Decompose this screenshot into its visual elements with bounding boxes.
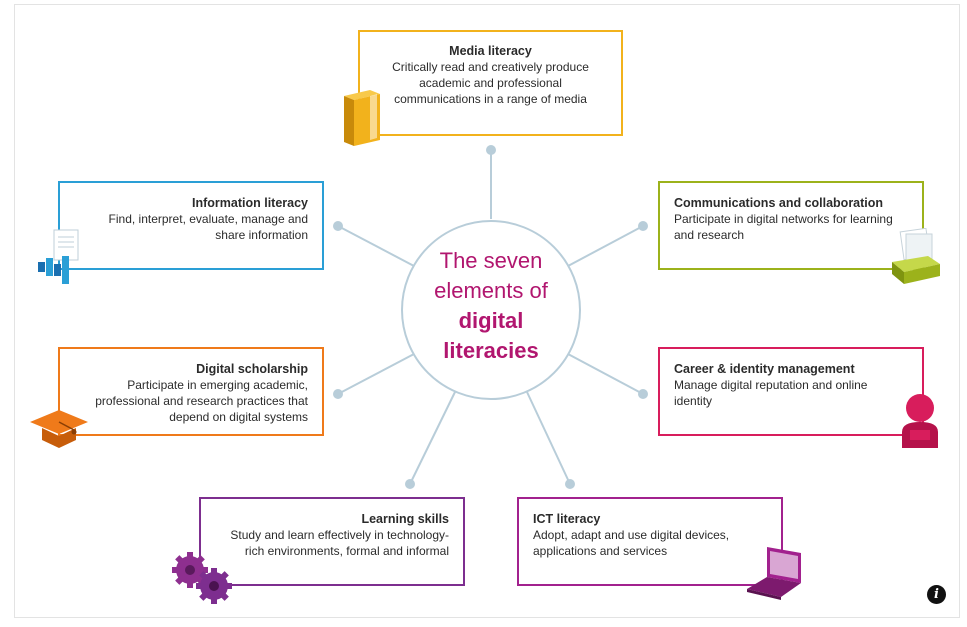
media-literacy-title: Media literacy [449,44,532,58]
digital-scholarship-box: Digital scholarship Participate in emerg… [58,347,324,436]
dot-communications [638,221,648,231]
connector-communications [567,225,644,267]
connector-information [337,225,415,267]
digital-scholarship-title: Digital scholarship [196,362,308,376]
book-icon [342,88,382,146]
center-line-2: elements of [434,278,548,303]
media-literacy-box: Media literacy Critically read and creat… [358,30,623,136]
information-literacy-title: Information literacy [192,196,308,210]
learning-skills-title: Learning skills [361,512,449,526]
ict-literacy-desc: Adopt, adapt and use digital devices, ap… [533,528,730,558]
career-identity-title: Career & identity management [674,362,855,376]
dot-career [638,389,648,399]
media-literacy-desc: Critically read and creatively produce a… [392,60,589,106]
information-literacy-box: Information literacy Find, interpret, ev… [58,181,324,270]
gears-icon [170,552,234,604]
info-icon[interactable]: i [927,585,946,604]
learning-skills-desc: Study and learn effectively in technolog… [230,528,449,558]
center-line-1: The seven [439,248,543,273]
information-literacy-desc: Find, interpret, evaluate, manage and sh… [108,212,308,242]
learning-skills-box: Learning skills Study and learn effectiv… [199,497,465,586]
document-chart-icon [36,228,82,286]
center-line-3: digital [458,308,524,333]
ict-literacy-box: ICT literacy Adopt, adapt and use digita… [517,497,783,586]
connector-learning [409,391,456,485]
center-title: The seven elements of digital literacies [402,246,580,366]
dot-media [486,145,496,155]
connector-career [567,353,644,395]
communications-box: Communications and collaboration Partici… [658,181,924,270]
dot-scholarship [333,389,343,399]
dot-information [333,221,343,231]
communications-title: Communications and collaboration [674,196,884,210]
connector-ict [526,391,571,485]
card-box-icon [888,227,944,286]
graduation-cap-icon [28,404,90,450]
dot-ict [565,479,575,489]
communications-desc: Participate in digital networks for lear… [674,212,893,242]
center-line-4: literacies [443,338,539,363]
digital-scholarship-desc: Participate in emerging academic, profes… [95,378,308,424]
laptop-icon [745,545,805,601]
dot-learning [405,479,415,489]
career-identity-box: Career & identity management Manage digi… [658,347,924,436]
connector-scholarship [337,353,415,395]
ict-literacy-title: ICT literacy [533,512,601,526]
center-circle [401,220,581,400]
career-identity-desc: Manage digital reputation and online ide… [674,378,868,408]
person-icon [898,390,942,450]
